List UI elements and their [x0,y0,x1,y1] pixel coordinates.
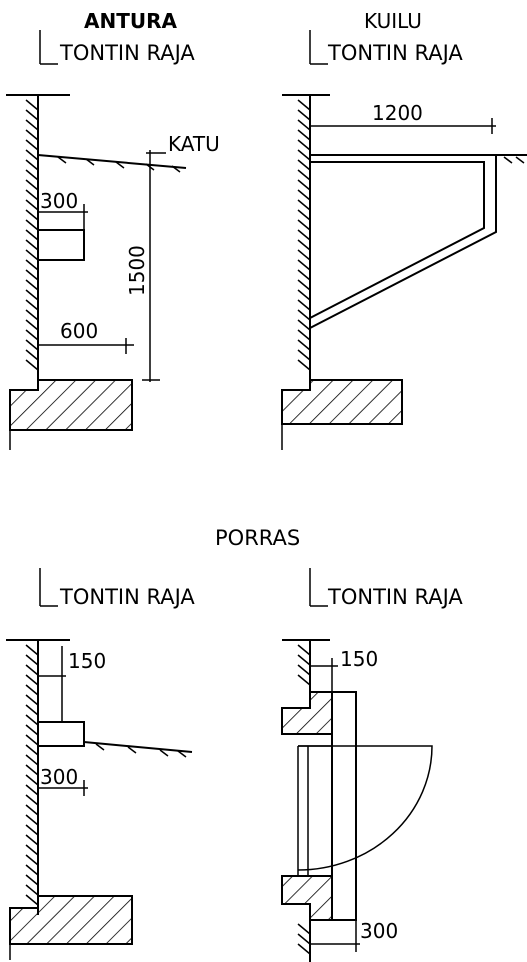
foundation-footing [9,379,133,431]
lower-jamb [281,875,333,921]
ground-hatch [57,156,181,173]
ground-line [83,741,193,753]
foundation-footing [281,379,403,425]
light-well-outer [309,154,497,329]
wall-hatch [297,99,311,371]
detail-porras-left: TONTIN RAJA 150 [6,568,195,960]
light-well-inner [309,161,485,319]
ground-hatch [503,156,525,164]
dim-600: 600 [60,319,98,343]
dim-300: 300 [40,765,78,789]
detail-kuilu: KUILU TONTIN RAJA 1200 [281,9,527,450]
detail-antura: ANTURA TONTIN RAJA [6,9,220,450]
dim-300: 300 [360,919,398,943]
dim-300: 300 [40,189,78,213]
dim-150: 150 [340,647,378,671]
boundary-label: TONTIN RAJA [327,585,463,609]
antura-element [37,229,85,261]
antura-title: ANTURA [84,9,178,33]
wall-hatch [25,644,39,906]
ground-hatch [95,743,187,758]
dim-150: 150 [68,649,106,673]
boundary-label: TONTIN RAJA [327,41,463,65]
dim-1200: 1200 [372,101,423,125]
ground-line [37,154,187,169]
boundary-label: TONTIN RAJA [59,585,195,609]
foundation-footing [9,895,133,945]
dim-1500: 1500 [125,245,149,296]
wall-hatch [297,644,311,686]
wall-hatch [25,99,39,371]
step-plate [331,691,357,921]
porras-title: PORRAS [215,526,300,550]
street-label: KATU [168,132,220,156]
door-swing-arc [297,745,433,871]
wall-hatch [297,923,311,955]
step-element [37,721,85,747]
boundary-label: TONTIN RAJA [59,41,195,65]
upper-jamb [281,691,333,735]
kuilu-title: KUILU [364,9,422,33]
detail-porras-right: TONTIN RAJA 150 300 [281,568,463,962]
